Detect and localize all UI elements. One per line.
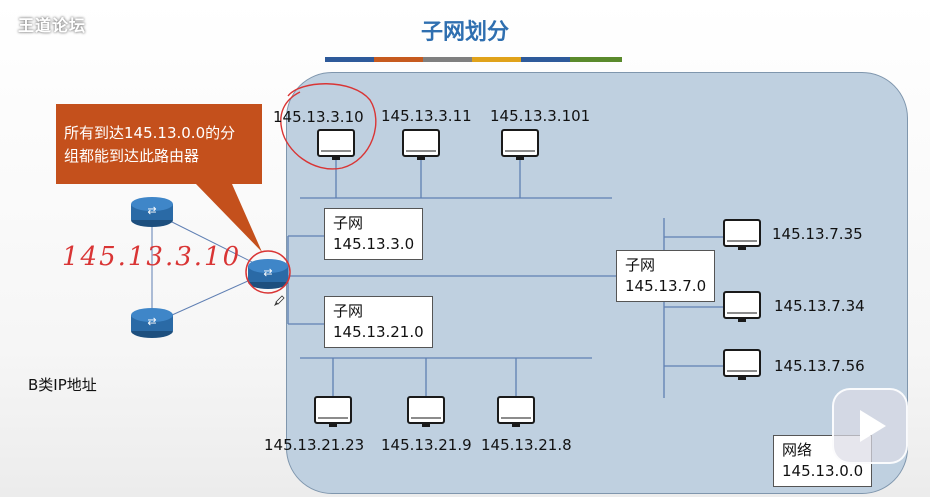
title-bar-3 — [423, 57, 475, 62]
address-class-label: B类IP地址 — [28, 376, 97, 394]
play-icon — [860, 410, 886, 442]
network-label: 网络 — [782, 441, 813, 459]
subnet-box-3: 子网 145.13.3.0 — [324, 208, 424, 260]
play-button[interactable] — [832, 388, 908, 464]
subnet-address: 145.13.7.0 — [625, 277, 707, 295]
svg-text:⇄: ⇄ — [147, 204, 156, 217]
router-icon: ⇄ — [131, 308, 173, 338]
computer-icon — [402, 129, 440, 161]
subnet-address: 145.13.3.0 — [333, 235, 415, 253]
handwritten-ip: 145.13.3.10 — [62, 242, 242, 272]
computer-icon — [317, 129, 355, 161]
router-icon: ⇄ — [131, 197, 173, 227]
computer-icon — [723, 219, 761, 251]
callout-line-1: 所有到达145.13.0.0的分 — [64, 124, 236, 142]
pen-icon — [274, 295, 285, 306]
subnet-box-7: 子网 145.13.7.0 — [616, 250, 716, 302]
computer-icon — [723, 349, 761, 381]
callout-text: 所有到达145.13.0.0的分 组都能到达此路由器 — [64, 122, 260, 168]
host-label: 145.13.7.35 — [772, 225, 863, 243]
router-icon: ⇄ — [248, 259, 288, 289]
subnet-label: 子网 — [333, 214, 364, 232]
title-bar-4 — [472, 57, 524, 62]
svg-text:⇄: ⇄ — [147, 315, 156, 328]
network-area — [286, 72, 908, 494]
host-label: 145.13.3.10 — [273, 108, 364, 126]
router-highlight-circle — [245, 250, 291, 294]
host-label: 145.13.3.11 — [381, 107, 472, 125]
host-label: 145.13.21.23 — [264, 436, 365, 454]
network-address: 145.13.0.0 — [782, 462, 864, 480]
computer-icon — [501, 129, 539, 161]
host-label: 145.13.21.8 — [481, 436, 572, 454]
host-label: 145.13.21.9 — [381, 436, 472, 454]
computer-icon — [314, 396, 352, 428]
title-bar-5 — [521, 57, 573, 62]
host-label: 145.13.3.101 — [490, 107, 591, 125]
host-label: 145.13.7.34 — [774, 297, 865, 315]
computer-icon — [497, 396, 535, 428]
watermark-text: 王道论坛 — [18, 18, 87, 35]
subnet-box-21: 子网 145.13.21.0 — [324, 296, 433, 348]
title-bar-1 — [325, 57, 377, 62]
slide-title: 子网划分 — [420, 20, 509, 45]
computer-icon — [723, 291, 761, 323]
annotation-circle — [280, 83, 377, 170]
network-lines — [287, 160, 724, 398]
subnet-label: 子网 — [333, 302, 364, 320]
host-label: 145.13.7.56 — [774, 357, 865, 375]
subnet-address: 145.13.21.0 — [333, 323, 424, 341]
title-bar-6 — [570, 57, 622, 62]
subnet-label: 子网 — [625, 256, 656, 274]
callout-line-2: 组都能到达此路由器 — [64, 147, 200, 165]
computer-icon — [407, 396, 445, 428]
title-bar-2 — [374, 57, 426, 62]
svg-text:⇄: ⇄ — [263, 266, 272, 279]
